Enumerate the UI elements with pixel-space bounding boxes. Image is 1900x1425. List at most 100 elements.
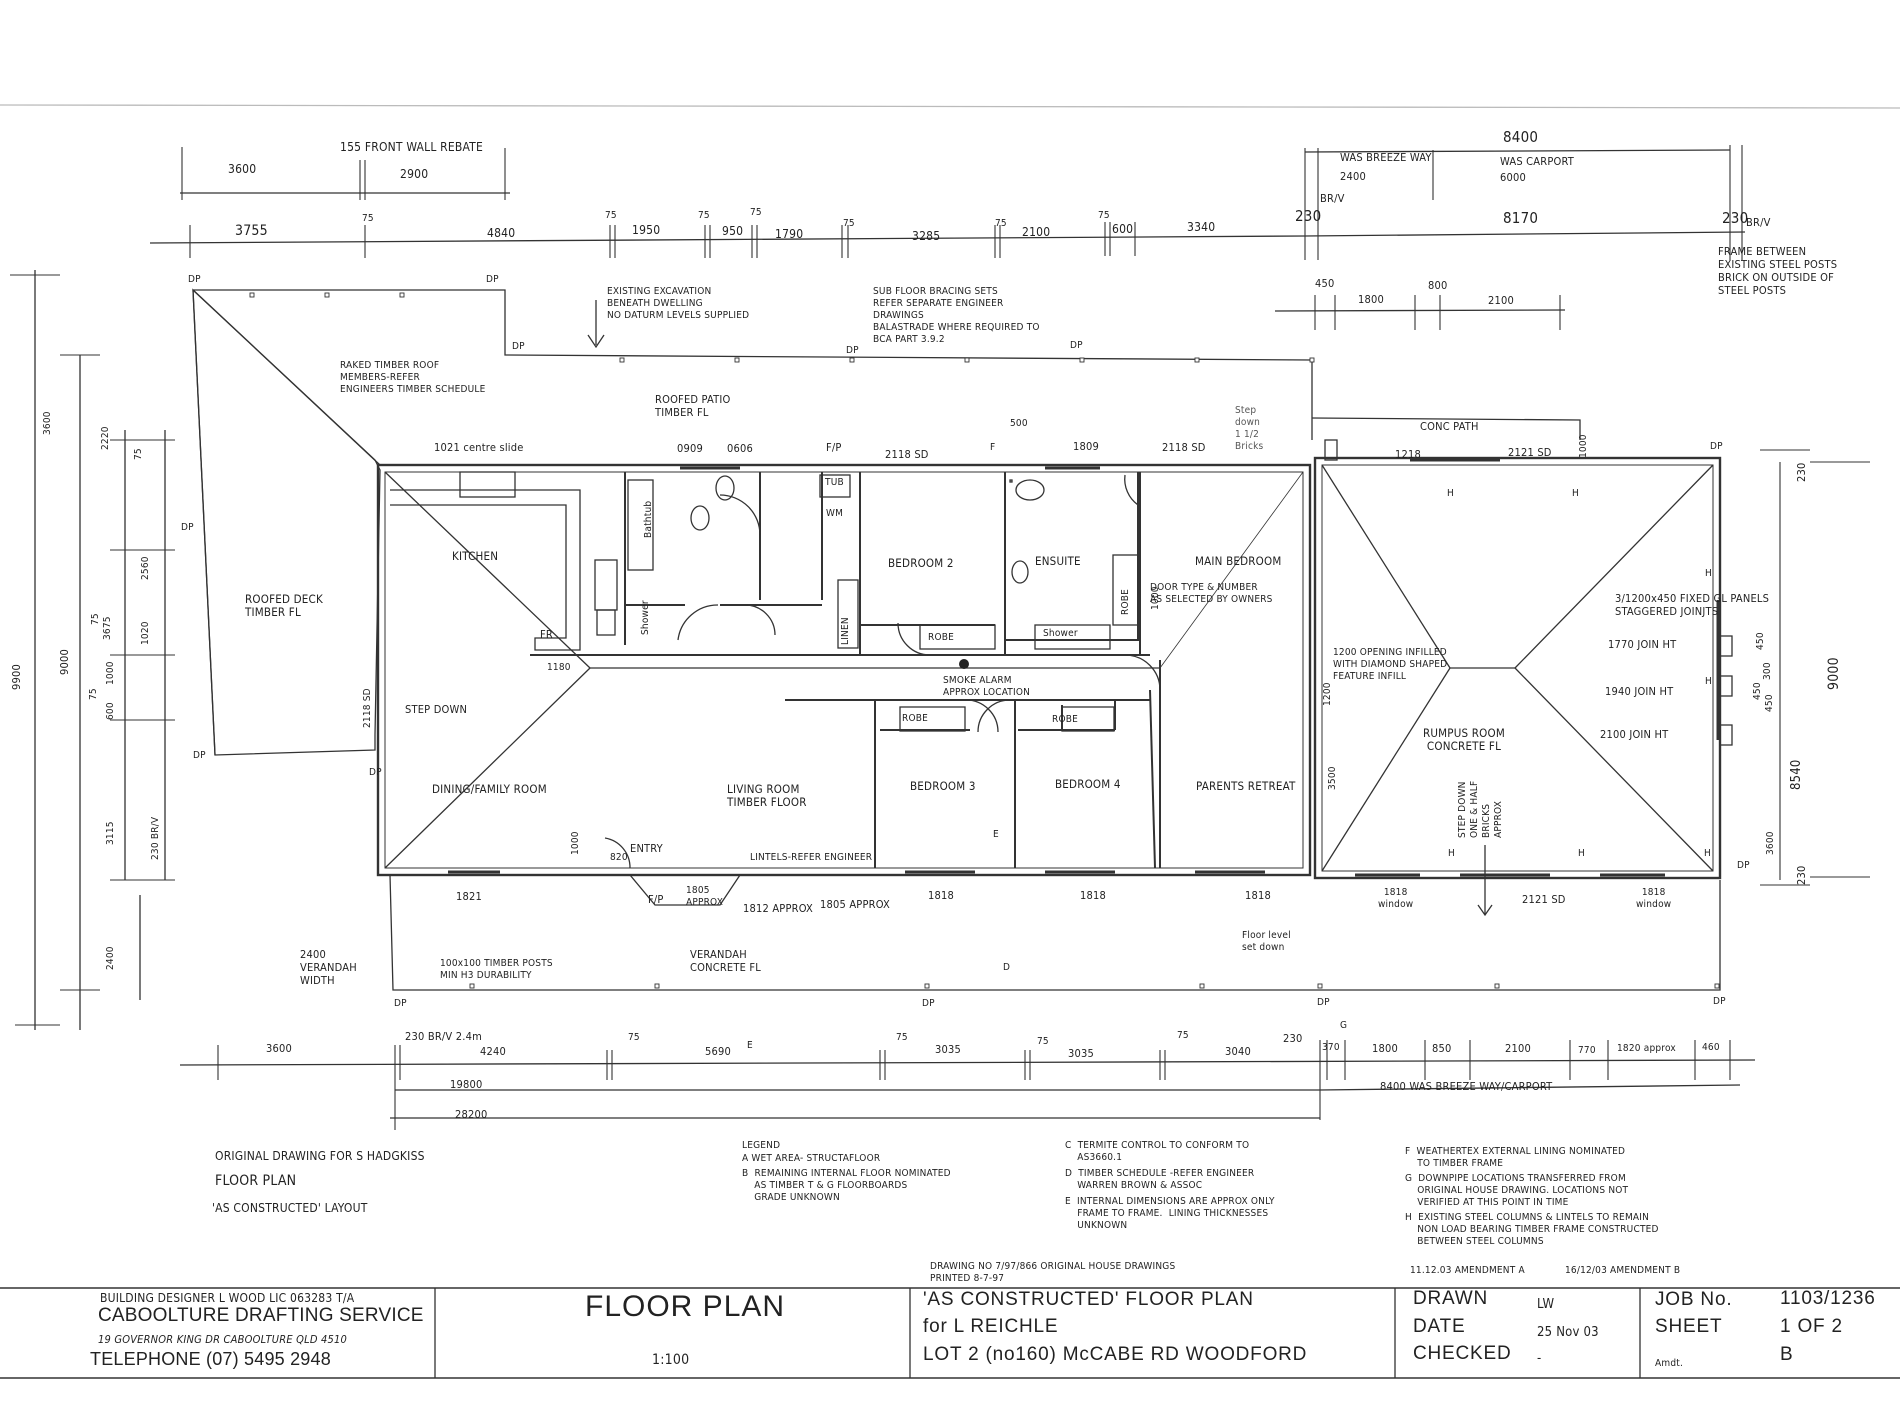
marker-h: H	[1572, 488, 1579, 499]
dim-left-600: 600	[105, 702, 116, 720]
dim-8170: 8170	[1503, 209, 1539, 227]
company-name: CABOOLTURE DRAFTING SERVICE	[98, 1305, 424, 1326]
opening-1809: 1809	[1073, 440, 1099, 453]
amdt-label: Amdt.	[1655, 1358, 1684, 1369]
note-opening-infilled: 1200 OPENING INFILLED WITH DIAMOND SHAPE…	[1333, 647, 1448, 682]
dim-left-2400: 2400	[105, 946, 116, 970]
dim-left-75-c: 75	[88, 688, 99, 700]
opening-1812-approx: 1812 APPROX	[743, 902, 813, 915]
marker-d: D	[1003, 962, 1011, 973]
dim-75-d: 75	[750, 207, 762, 218]
was-carport-label: WAS CARPORT	[1500, 155, 1575, 168]
legend-h: H EXISTING STEEL COLUMNS & LINTELS TO RE…	[1405, 1212, 1659, 1247]
marker-h: H	[1705, 676, 1712, 687]
room-bathtub: Bathtub	[643, 500, 654, 538]
dim-bottom-75-c: 75	[1037, 1036, 1049, 1047]
opening-2121-sd-a: 2121 SD	[1508, 446, 1552, 459]
opening-2121-sd-b: 2121 SD	[1522, 893, 1566, 906]
company-address: 19 GOVERNOR KING DR CABOOLTURE QLD 4510	[98, 1333, 347, 1346]
note-join-1770: 1770 JOIN HT	[1608, 638, 1677, 651]
opening-1000-b: 1000	[570, 831, 581, 855]
marker-dp: DP	[846, 345, 859, 356]
dim-bottom-75-a: 75	[628, 1032, 640, 1043]
dim-bottom-8400-carport: 8400 WAS BREEZE WAY/CARPORT	[1380, 1080, 1553, 1093]
dim-left-1000: 1000	[105, 661, 116, 685]
dim-2100-top: 2100	[1488, 294, 1514, 307]
legend-f: F WEATHERTEX EXTERNAL LINING NOMINATED T…	[1405, 1146, 1626, 1169]
opening-1821: 1821	[456, 890, 482, 903]
opening-0909: 0909	[677, 442, 703, 455]
note-smoke-alarm: SMOKE ALARM APPROX LOCATION	[943, 675, 1031, 698]
dim-left-9900: 9900	[10, 664, 23, 690]
room-ensuite: ENSUITE	[1035, 554, 1081, 568]
note-conc-path: CONC PATH	[1420, 420, 1479, 433]
dim-bottom-19800: 19800	[450, 1078, 483, 1091]
opening-1818-b: 1818	[1080, 889, 1106, 902]
brv-label-b: BR/V	[1746, 216, 1771, 229]
opening-1805-approx-b: 1805 APPROX	[820, 898, 890, 911]
dim-600: 600	[1112, 222, 1134, 236]
drawing-number: DRAWING NO 7/97/866 ORIGINAL HOUSE DRAWI…	[930, 1261, 1176, 1272]
room-roofed-deck: ROOFED DECK TIMBER FL	[245, 592, 323, 619]
marker-e: E	[993, 829, 999, 840]
printed-date: PRINTED 8-7-97	[930, 1273, 1005, 1284]
marker-g: G	[1340, 1020, 1348, 1031]
company-phone: TELEPHONE (07) 5495 2948	[90, 1349, 331, 1369]
dim-1950: 1950	[632, 223, 661, 237]
amendment-a: 11.12.03 AMENDMENT A	[1410, 1265, 1525, 1276]
marker-dp: DP	[1710, 441, 1723, 452]
front-wall-rebate-label: 155 FRONT WALL REBATE	[340, 140, 483, 154]
dim-left-9000: 9000	[58, 649, 71, 675]
date-label: DATE	[1413, 1316, 1466, 1337]
dim-75-e: 75	[843, 218, 855, 229]
dim-left-3115: 3115	[105, 821, 116, 845]
dim-left-2220: 2220	[100, 426, 111, 450]
dim-bottom-230-brv: 230 BR/V 2.4m	[405, 1030, 482, 1043]
drawing-title: FLOOR PLAN	[585, 1290, 786, 1323]
dim-bottom-4240: 4240	[480, 1045, 506, 1058]
opening-1180: 1180	[547, 662, 571, 673]
dim-450-top: 450	[1315, 277, 1335, 290]
room-robe-4: ROBE	[1052, 714, 1078, 725]
dim-left-75-b: 75	[90, 613, 101, 625]
dim-75-a: 75	[362, 213, 374, 224]
dim-right-230-b: 230	[1795, 865, 1808, 886]
dim-3600-top: 3600	[228, 162, 257, 176]
room-parents-retreat: PARENTS RETREAT	[1196, 779, 1296, 793]
dim-bottom-1820: 1820 approx	[1617, 1043, 1676, 1054]
marker-dp: DP	[922, 998, 935, 1009]
room-bedroom-2: BEDROOM 2	[888, 556, 954, 570]
marker-h: H	[1447, 488, 1454, 499]
room-robe-3: ROBE	[902, 713, 928, 724]
room-robe-2: ROBE	[1120, 589, 1131, 615]
opening-1000-a: 1000	[1578, 434, 1589, 458]
project-line-2: for L REICHLE	[923, 1316, 1059, 1337]
note-verandah-width: 2400 VERANDAH WIDTH	[300, 948, 357, 987]
dim-bottom-2100: 2100	[1505, 1042, 1531, 1055]
dim-bottom-460: 460	[1702, 1042, 1720, 1053]
opening-2118-sd-c: 2118 SD	[362, 688, 373, 728]
legend-c: C TERMITE CONTROL TO CONFORM TO AS3660.1	[1065, 1140, 1250, 1163]
marker-dp: DP	[181, 522, 194, 533]
original-drawing-note: ORIGINAL DRAWING FOR S HADGKISS	[215, 1149, 425, 1163]
dim-bottom-3600: 3600	[266, 1042, 292, 1055]
opening-fp-b: F/P	[648, 893, 664, 906]
dim-right-3600: 3600	[1765, 831, 1776, 855]
sheet-label: SHEET	[1655, 1316, 1723, 1337]
dim-bottom-5690: 5690	[705, 1045, 731, 1058]
marker-dp: DP	[512, 341, 525, 352]
building-designer: BUILDING DESIGNER L WOOD LIC 063283 T/A	[100, 1291, 355, 1305]
original-floor-plan: FLOOR PLAN	[215, 1173, 297, 1189]
dim-3340: 3340	[1187, 220, 1216, 234]
amdt-value: B	[1780, 1344, 1794, 1365]
dim-right-8540: 8540	[1789, 759, 1804, 790]
marker-dp: DP	[1317, 997, 1330, 1008]
dim-bottom-850: 850	[1432, 1042, 1452, 1055]
dim-3285: 3285	[912, 229, 941, 243]
marker-h: H	[1705, 568, 1712, 579]
dim-2100: 2100	[1022, 225, 1051, 239]
room-kitchen: KITCHEN	[452, 549, 499, 563]
room-tub: TUB	[825, 477, 844, 488]
opening-0606: 0606	[727, 442, 753, 455]
